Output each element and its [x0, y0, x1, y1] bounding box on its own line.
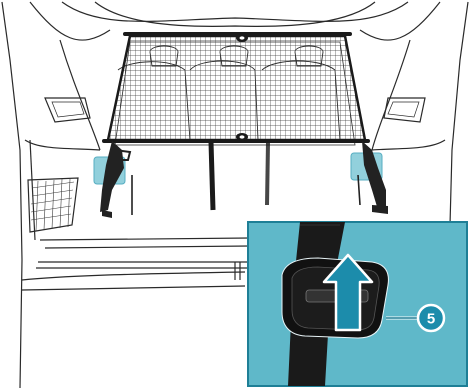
side-pocket-mesh [31, 179, 74, 231]
cargo-net [104, 34, 368, 210]
right-mount [351, 141, 388, 214]
detail-inset: 5 [248, 222, 467, 386]
callout-badge-icon: 5 [418, 305, 444, 331]
left-mount [94, 141, 132, 218]
callout-number: 5 [427, 311, 435, 328]
